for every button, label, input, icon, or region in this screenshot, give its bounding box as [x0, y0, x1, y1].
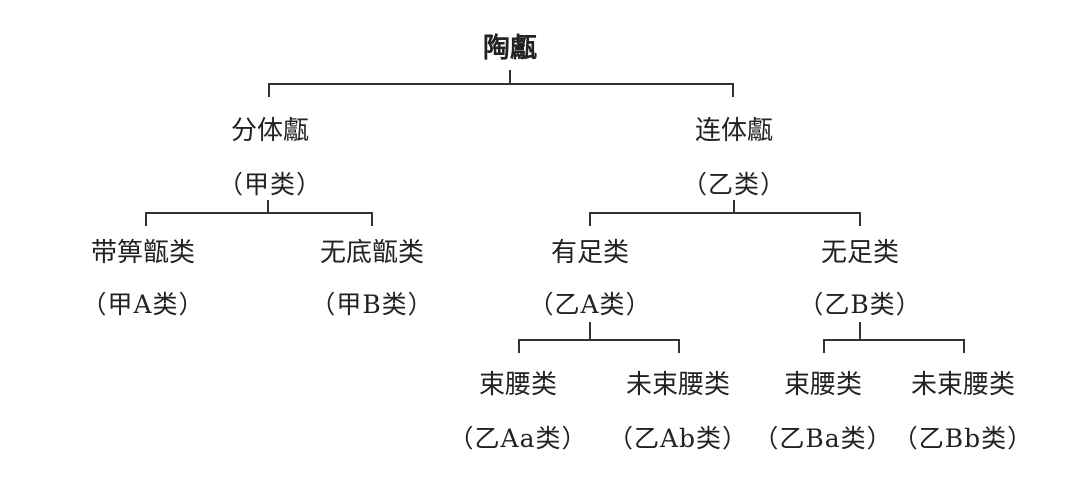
root-stem-line: [509, 70, 511, 84]
root-bracket-line: [268, 83, 734, 85]
root-left-drop-line: [268, 83, 270, 97]
root-label: 陶甗: [483, 33, 537, 64]
node-youzu-sub: （乙A类）: [528, 290, 652, 319]
node-yiaa-label: 束腰类: [478, 370, 558, 400]
node-wuzu-sub: （乙B类）: [798, 290, 922, 319]
node-lianti-sub: （乙类）: [681, 170, 787, 199]
yi-left-drop-line: [589, 212, 591, 226]
root-right-drop-line: [732, 83, 734, 97]
node-fenti-sub: （甲类）: [217, 170, 323, 199]
yib-stem-line: [859, 322, 861, 340]
node-lianti-label: 连体甗: [694, 116, 774, 146]
node-daibizeng-label: 带箅甑类: [90, 238, 196, 268]
node-yiab-sub: （乙Ab类）: [607, 424, 749, 453]
yia-bracket-line: [518, 339, 680, 341]
node-yibb-sub: （乙Bb类）: [892, 424, 1034, 453]
yib-bracket-line: [823, 339, 965, 341]
node-daibizeng-sub: （甲A类）: [81, 290, 205, 319]
node-youzu-label: 有足类: [550, 238, 630, 268]
yia-stem-line: [589, 322, 591, 340]
node-yiba-label: 束腰类: [783, 370, 863, 400]
node-wudizeng-label: 无底甑类: [319, 238, 425, 268]
yib-left-drop-line: [823, 339, 825, 353]
jia-stem-line: [267, 200, 269, 213]
yi-stem-line: [733, 200, 735, 213]
node-yiab-label: 未束腰类: [625, 370, 731, 400]
jia-bracket-line: [145, 212, 373, 214]
node-yiaa-sub: （乙Aa类）: [448, 424, 588, 453]
yia-right-drop-line: [678, 339, 680, 353]
node-wuzu-label: 无足类: [820, 238, 900, 268]
jia-left-drop-line: [145, 212, 147, 226]
yia-left-drop-line: [518, 339, 520, 353]
node-wudizeng-sub: （甲B类）: [310, 290, 434, 319]
node-yibb-label: 未束腰类: [910, 370, 1016, 400]
node-fenti-label: 分体甗: [230, 116, 310, 146]
node-yiba-sub: （乙Ba类）: [753, 424, 893, 453]
yi-bracket-line: [589, 212, 861, 214]
yib-right-drop-line: [963, 339, 965, 353]
jia-right-drop-line: [371, 212, 373, 226]
yi-right-drop-line: [859, 212, 861, 226]
